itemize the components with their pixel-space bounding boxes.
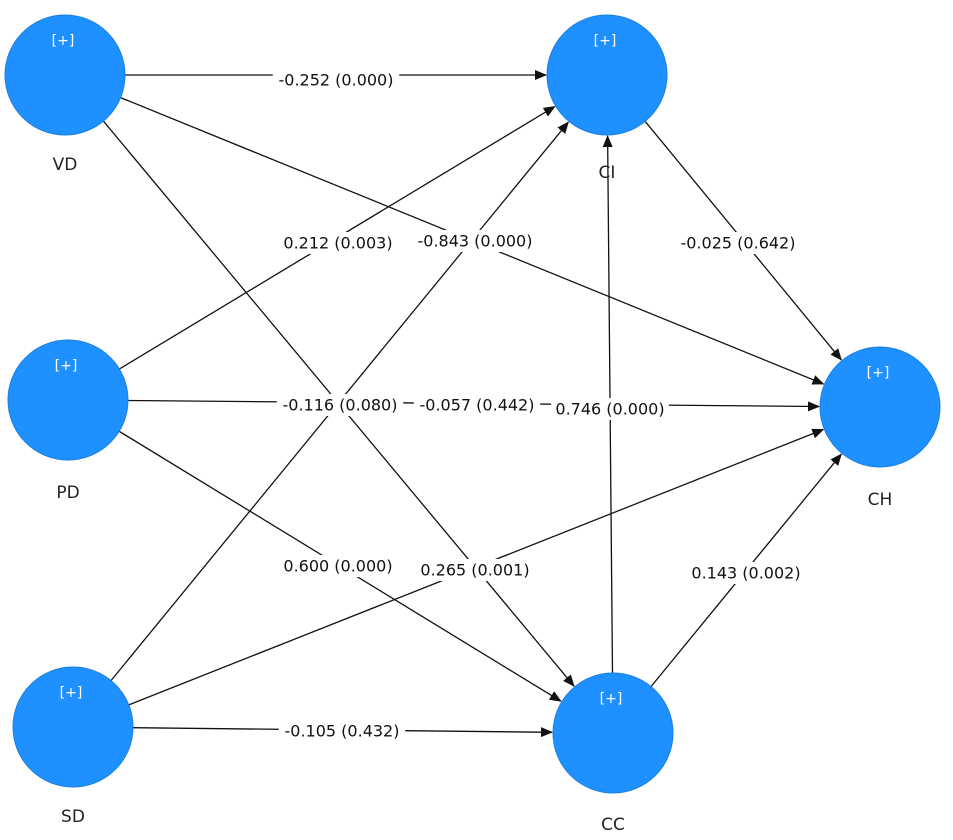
edge-label-background	[278, 720, 406, 742]
edge-label-sd-ch: 0.265 (0.001)	[416, 559, 534, 581]
edge-coefficient-text: -0.025 (0.642)	[681, 234, 796, 253]
edge-label-ci-ch: -0.025 (0.642)	[674, 232, 802, 254]
edge-coefficient-text: 0.212 (0.003)	[283, 234, 392, 253]
edge-label-vd-cc: -0.116 (0.080)	[276, 394, 404, 416]
nodes-layer: [+] VD [+] PD [+] SD [+] CI [+] CC [+] CH	[4, 14, 941, 835]
node-vd[interactable]: [+] VD	[4, 14, 126, 175]
edge-coefficient-text: 0.265 (0.001)	[420, 561, 529, 580]
edge-coefficient-text: -0.252 (0.000)	[279, 71, 394, 90]
edge-label-background	[674, 232, 802, 254]
node-cc[interactable]: [+] CC	[552, 672, 674, 835]
edge-label-background	[276, 394, 404, 416]
construct-circle[interactable]	[12, 666, 134, 788]
edge-label-background	[279, 232, 397, 254]
node-label: CI	[599, 163, 616, 183]
edge-label-background	[272, 69, 400, 91]
node-label: SD	[61, 807, 85, 827]
node-pd[interactable]: [+] PD	[7, 339, 129, 503]
edge-coefficient-text: -0.105 (0.432)	[285, 722, 400, 741]
expand-toggle[interactable]: [+]	[55, 358, 78, 374]
construct-circle[interactable]	[546, 14, 668, 136]
edge-labels-layer: -0.252 (0.000) -0.843 (0.000) -0.116 (0.08…	[272, 69, 805, 742]
expand-toggle[interactable]: [+]	[867, 365, 890, 381]
construct-circle[interactable]	[7, 339, 129, 461]
node-label: VD	[53, 155, 78, 175]
edge-label-background	[687, 562, 805, 584]
edge-label-cc-ci: 0.746 (0.000)	[551, 398, 669, 420]
edge-label-background	[416, 559, 534, 581]
edge-coefficient-text: -0.057 (0.442)	[420, 396, 535, 415]
node-sd[interactable]: [+] SD	[12, 666, 134, 827]
edge-coefficient-text: -0.843 (0.000)	[418, 232, 533, 251]
construct-circle[interactable]	[4, 14, 126, 136]
node-ch[interactable]: [+] CH	[819, 346, 941, 510]
edge-coefficient-text: 0.143 (0.002)	[691, 564, 800, 583]
edge-label-background	[551, 398, 669, 420]
edge-label-cc-ch: 0.143 (0.002)	[687, 562, 805, 584]
node-label: CH	[868, 490, 893, 510]
edge-label-vd-ci: -0.252 (0.000)	[272, 69, 400, 91]
edge-label-background	[279, 555, 397, 577]
edge-label-pd-ci: 0.212 (0.003)	[279, 232, 397, 254]
node-ci[interactable]: [+] CI	[546, 14, 668, 183]
expand-toggle[interactable]: [+]	[60, 685, 83, 701]
construct-circle[interactable]	[552, 672, 674, 794]
construct-circle[interactable]	[819, 346, 941, 468]
edge-label-pd-cc: 0.600 (0.000)	[279, 555, 397, 577]
node-label: PD	[56, 483, 79, 503]
edge-label-pd-ch: -0.057 (0.442)	[413, 394, 541, 416]
expand-toggle[interactable]: [+]	[594, 33, 617, 49]
edge-label-background	[411, 230, 539, 252]
node-label: CC	[601, 815, 625, 835]
expand-toggle[interactable]: [+]	[600, 691, 623, 707]
edge-coefficient-text: 0.746 (0.000)	[555, 400, 664, 419]
edge-label-sd-cc: -0.105 (0.432)	[278, 720, 406, 742]
edge-label-vd-ch: -0.843 (0.000)	[411, 230, 539, 252]
expand-toggle[interactable]: [+]	[52, 33, 75, 49]
edge-coefficient-text: -0.116 (0.080)	[283, 396, 398, 415]
edge-coefficient-text: 0.600 (0.000)	[283, 557, 392, 576]
edge-label-background	[413, 394, 541, 416]
